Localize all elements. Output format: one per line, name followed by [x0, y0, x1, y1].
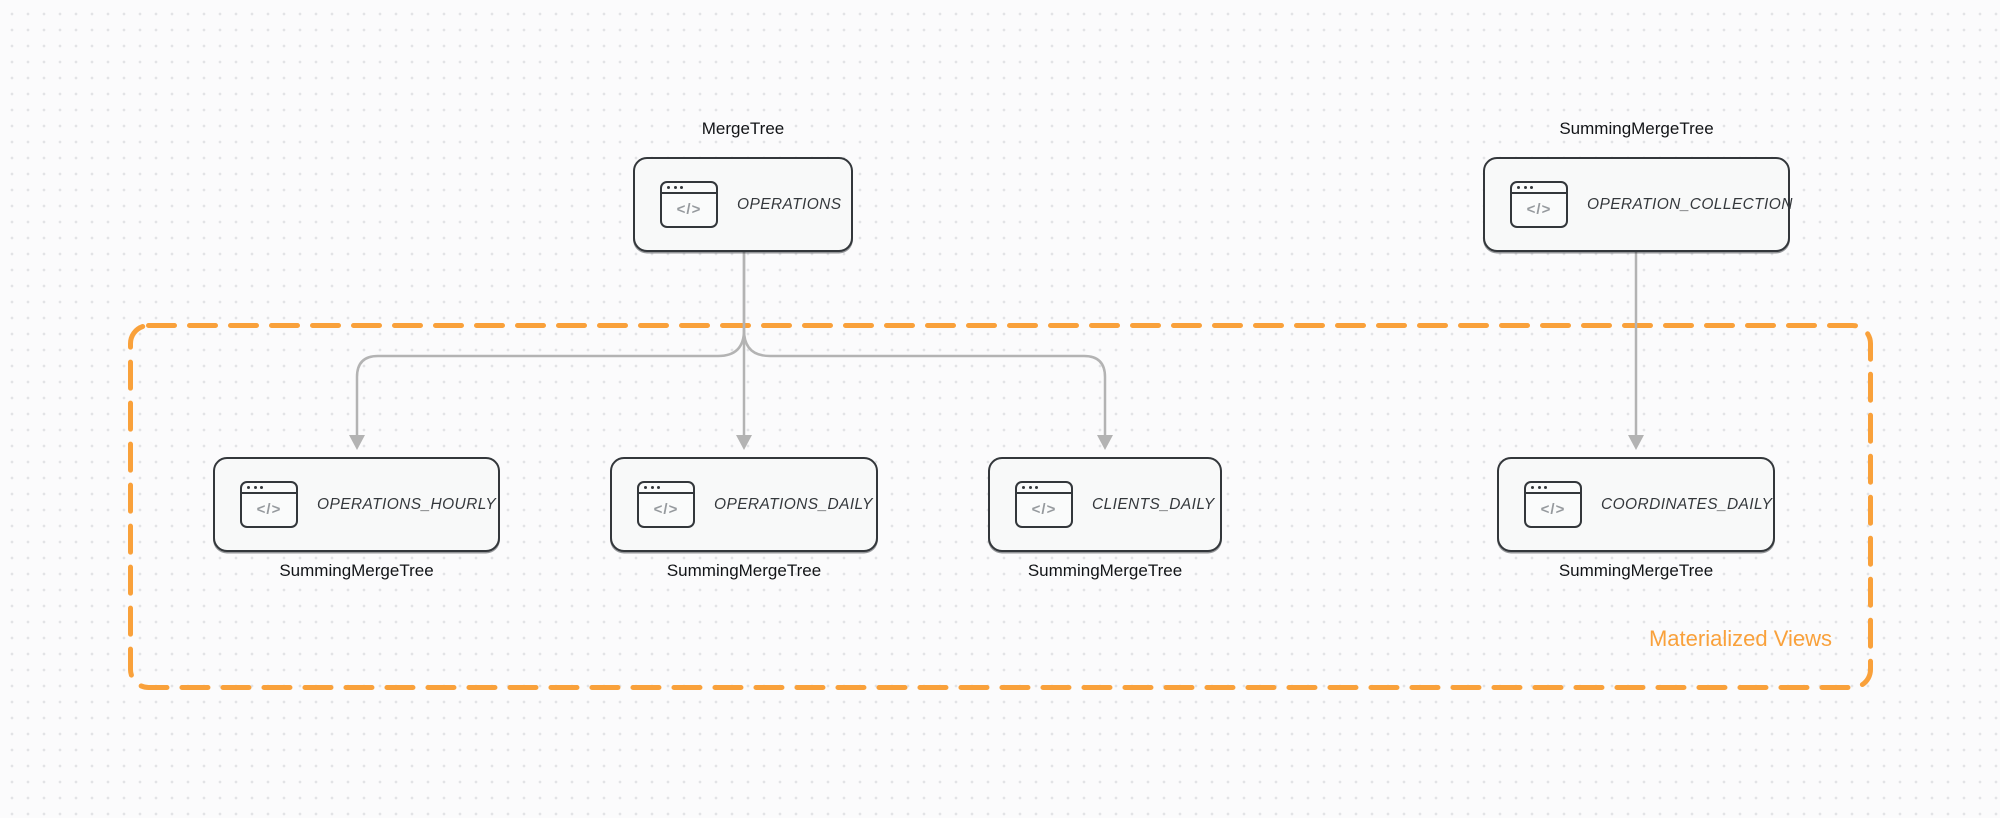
engine-label-clients-daily: SummingMergeTree [1027, 561, 1183, 580]
edge-operations-to-operations-hourly [355, 252, 746, 437]
node-title: OPERATIONS [737, 195, 842, 213]
engine-label-operations-hourly: SummingMergeTree [279, 561, 434, 580]
node-operations-daily[interactable]: </> OPERATIONS_DAILY [610, 457, 878, 552]
arrowhead-operations-daily [736, 435, 752, 450]
window-dots-icon [1526, 483, 1580, 494]
engine-label-operation-collection: SummingMergeTree [1559, 119, 1714, 138]
node-title: OPERATIONS_DAILY [714, 495, 873, 513]
code-window-icon: </> [240, 481, 298, 528]
materialized-views-group-label: Materialized Views [1648, 626, 1832, 651]
engine-label-operations-daily: SummingMergeTree [666, 561, 822, 580]
node-coordinates-daily[interactable]: </> COORDINATES_DAILY [1497, 457, 1775, 552]
code-window-icon: </> [660, 181, 718, 228]
window-dots-icon [1512, 183, 1566, 194]
code-glyph: </> [1031, 500, 1057, 518]
code-glyph: </> [1540, 500, 1566, 518]
node-title: COORDINATES_DAILY [1601, 495, 1773, 513]
window-dots-icon [242, 483, 296, 494]
node-title: OPERATION_COLLECTION [1587, 195, 1793, 213]
code-window-icon: </> [1510, 181, 1568, 228]
engine-label-operations: MergeTree [701, 119, 785, 138]
code-window-icon: </> [1524, 481, 1582, 528]
arrowhead-clients-daily [1097, 435, 1113, 450]
engine-label-coordinates-daily: SummingMergeTree [1558, 561, 1714, 580]
code-glyph: </> [256, 500, 282, 518]
node-operations[interactable]: </> OPERATIONS [633, 157, 853, 252]
node-clients-daily[interactable]: </> CLIENTS_DAILY [988, 457, 1222, 552]
code-glyph: </> [676, 200, 702, 218]
node-operation-collection[interactable]: </> OPERATION_COLLECTION [1483, 157, 1793, 252]
arrowhead-coordinates-daily [1628, 435, 1644, 450]
code-window-icon: </> [1015, 481, 1073, 528]
window-dots-icon [1017, 483, 1071, 494]
arrowhead-operations-hourly [349, 435, 365, 450]
window-dots-icon [639, 483, 693, 494]
code-window-icon: </> [637, 481, 695, 528]
code-glyph: </> [1526, 200, 1552, 218]
node-operations-hourly[interactable]: </> OPERATIONS_HOURLY [213, 457, 500, 552]
node-title: CLIENTS_DAILY [1092, 495, 1215, 513]
node-title: OPERATIONS_HOURLY [317, 495, 497, 513]
code-glyph: </> [653, 500, 679, 518]
edge-operations-to-clients-daily [742, 329, 1107, 437]
window-dots-icon [662, 183, 716, 194]
